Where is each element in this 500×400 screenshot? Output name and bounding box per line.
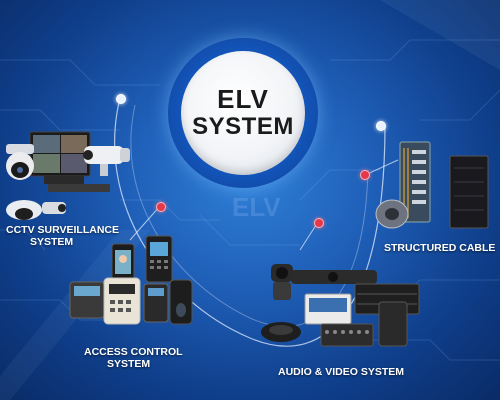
audio-video-label: AUDIO & VIDEO SYSTEM: [278, 366, 405, 378]
access-label-line2: SYSTEM: [107, 358, 151, 370]
face-recognition-terminal-icon: [111, 243, 135, 285]
fingerprint-reader-icon: [143, 279, 193, 325]
center-disc: [181, 51, 305, 175]
dome-camera-icon: [6, 200, 66, 220]
ptz-dome-camera-icon: [6, 144, 34, 180]
orbit-node-top-left: [116, 94, 126, 104]
conference-speakerphone-icon: [261, 322, 301, 342]
cctv-label-line2: SYSTEM: [30, 236, 74, 248]
cctv-monitor-icon: [29, 131, 110, 192]
loudspeaker-icon: [378, 301, 408, 347]
elv-watermark: ELV: [232, 192, 281, 222]
orbit-node-top-right: [376, 121, 386, 131]
cable-rack-icon: [399, 141, 431, 223]
access-terminal-icon: [145, 235, 173, 283]
access-control-devices: [69, 235, 193, 325]
center-title-line2: SYSTEM: [192, 113, 294, 140]
cctv-devices: [6, 131, 130, 220]
orbit-node-structured: [360, 170, 370, 180]
orbit-node-access: [156, 202, 166, 212]
ptz-conference-camera-icon: [271, 264, 293, 300]
center-title-line1: ELV: [217, 84, 269, 114]
time-clock-icon: [69, 277, 141, 325]
orbit-node-audio: [314, 218, 324, 228]
cctv-label-line1: CCTV SURVEILLANCE: [6, 224, 119, 236]
cable-reel-icon: [375, 199, 409, 229]
mixer-console-icon: [304, 293, 374, 347]
structured-cable-devices: [375, 141, 489, 229]
video-bar-icon: [291, 270, 377, 284]
access-label-line1: ACCESS CONTROL: [84, 346, 183, 358]
audio-video-devices: [261, 264, 420, 347]
server-cabinet-icon: [449, 155, 489, 229]
bullet-camera-icon: [83, 146, 130, 176]
structured-cable-label: STRUCTURED CABLE: [384, 242, 496, 254]
